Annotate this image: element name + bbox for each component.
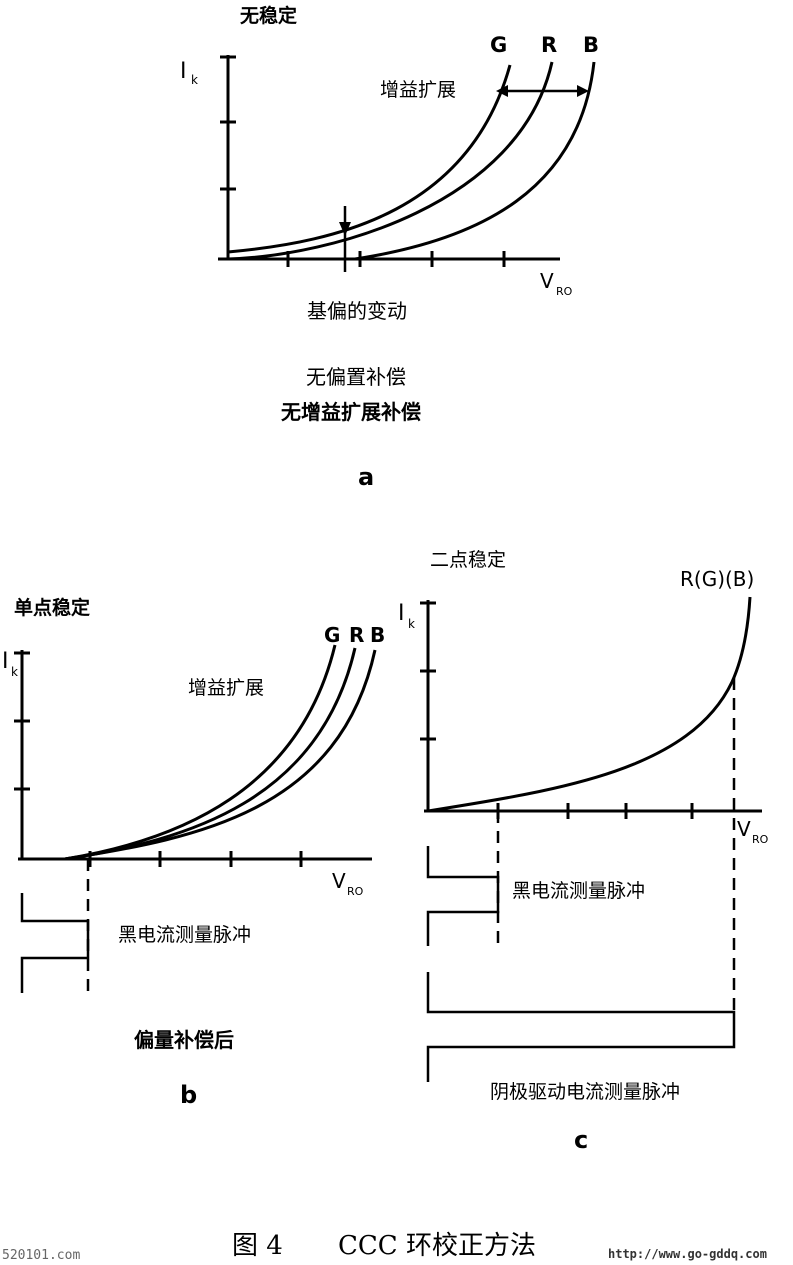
panel-a-x-axis-sub: RO bbox=[556, 285, 573, 298]
panel-a-x-axis-label: V bbox=[540, 269, 554, 293]
panel-a-curve-b bbox=[354, 61, 596, 261]
panel-b-x-axis-sub: RO bbox=[347, 885, 364, 898]
panel-a-gain-arrow-right-head bbox=[577, 85, 589, 97]
panel-b-title: 单点稳定 bbox=[14, 596, 90, 619]
panel-a-curve-g bbox=[227, 64, 512, 254]
panel-a-title: 无稳定 bbox=[240, 4, 297, 27]
panel-b: 单点稳定 I k G R B 增益扩展 V RO 黑电流测量脉冲 偏量补偿后 b bbox=[2, 596, 385, 1109]
panel-a-gain-arrow-left-head bbox=[496, 85, 508, 97]
panel-c-curve-label: R(G)(B) bbox=[680, 567, 754, 591]
panel-a-curve-r bbox=[227, 61, 554, 261]
panel-b-letter: b bbox=[180, 1081, 197, 1109]
panel-c-curve-rgb bbox=[427, 596, 752, 813]
panel-a: 无稳定 I k G R B 增益扩展 V RO 基偏的变动 无偏置补偿 无增益 bbox=[180, 4, 599, 491]
panel-c-title: 二点稳定 bbox=[430, 549, 506, 571]
panel-c-y-axis-label: I bbox=[398, 601, 405, 626]
panel-b-y-axis-sub: k bbox=[11, 665, 18, 679]
watermark-right: http://www.go-gddq.com bbox=[608, 1247, 767, 1261]
panel-c-x-axis-sub: RO bbox=[752, 833, 769, 846]
panel-b-pulse-label: 黑电流测量脉冲 bbox=[118, 924, 251, 946]
panel-a-curve-label-b: B bbox=[583, 33, 599, 57]
panel-c: 二点稳定 I k R(G)(B) V RO 黑电流测量脉冲 阴极驱动电流测量脉冲… bbox=[398, 549, 769, 1154]
panel-a-curve-label-r: R bbox=[541, 33, 557, 57]
panel-b-gain-label: 增益扩展 bbox=[188, 677, 264, 699]
panel-b-curve-label-b: B bbox=[370, 623, 385, 647]
figure-caption: CCC 环校正方法 bbox=[338, 1231, 536, 1261]
panel-c-pulse-label-1: 黑电流测量脉冲 bbox=[512, 880, 645, 902]
panel-a-base-marker-arrow bbox=[339, 222, 351, 236]
panel-a-note-2: 无增益扩展补偿 bbox=[281, 400, 421, 424]
panel-b-curve-b bbox=[64, 649, 377, 861]
panel-a-base-label: 基偏的变动 bbox=[307, 299, 407, 323]
panel-a-y-axis-sub: k bbox=[191, 73, 198, 87]
panel-c-x-axis-label: V bbox=[737, 817, 751, 841]
panel-b-pulse-waveform bbox=[20, 893, 90, 993]
panel-c-pulse-label-2: 阴极驱动电流测量脉冲 bbox=[490, 1081, 680, 1103]
watermark-left: 520101.com bbox=[2, 1248, 80, 1263]
panel-a-gain-label: 增益扩展 bbox=[380, 79, 456, 101]
panel-b-curve-label-g: G bbox=[324, 623, 340, 647]
panel-a-curve-label-g: G bbox=[490, 33, 507, 57]
figure-number: 图 4 bbox=[232, 1231, 283, 1261]
panel-a-note-1: 无偏置补偿 bbox=[306, 365, 406, 389]
panel-b-x-axis-label: V bbox=[332, 869, 346, 893]
panel-c-drive-pulse-waveform bbox=[426, 972, 736, 1082]
panel-b-note: 偏量补偿后 bbox=[134, 1028, 234, 1052]
panel-c-letter: c bbox=[574, 1126, 588, 1154]
panel-a-y-axis-label: I bbox=[180, 59, 187, 84]
panel-b-curve-label-r: R bbox=[349, 623, 364, 647]
panel-c-black-pulse-waveform bbox=[426, 846, 500, 946]
panel-a-letter: a bbox=[358, 463, 374, 491]
panel-b-y-axis-label: I bbox=[2, 649, 9, 674]
panel-c-y-axis-sub: k bbox=[408, 617, 415, 631]
